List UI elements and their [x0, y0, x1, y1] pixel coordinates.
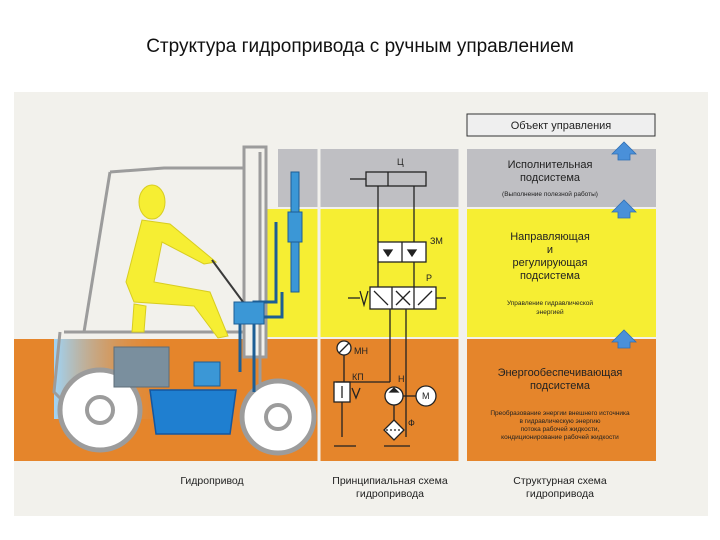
engine-block [113, 346, 170, 388]
label-lock: ЗМ [430, 236, 443, 246]
svg-text:регулирующая: регулирующая [513, 257, 588, 269]
label-motor: М [422, 391, 430, 401]
svg-text:Энергообеспечивающая: Энергообеспечивающая [498, 367, 623, 379]
arrow-up-icon [611, 141, 637, 161]
band-gaps [460, 149, 467, 461]
energy-box-text: Энергообеспечивающая подсистема Преобраз… [490, 367, 630, 441]
label-gauge: МН [354, 346, 368, 356]
caption-middle-2: гидропривода [356, 488, 424, 500]
arrow-up-icon [611, 199, 637, 219]
svg-text:Управление гидравлической: Управление гидравлической [507, 299, 593, 307]
svg-text:потока рабочей жидкости,: потока рабочей жидкости, [521, 425, 600, 433]
svg-text:Исполнительная: Исполнительная [508, 159, 593, 171]
pump-unit [193, 361, 221, 387]
diagram-panel: Ц ЗМ Р МН КП Н М Ф Объект управления Исп… [14, 92, 708, 516]
svg-text:кондиционирование рабочей жидк: кондиционирование рабочей жидкости [501, 433, 619, 441]
svg-text:Преобразование энергии внешнег: Преобразование энергии внешнего источник… [490, 409, 630, 417]
label-cylinder: Ц [397, 157, 404, 167]
oil-tank [149, 389, 237, 435]
label-relief-valve: КП [352, 372, 364, 382]
dir-box-text: Направляющая и регулирующая подсистема У… [507, 231, 593, 316]
label-filter: Ф [408, 418, 415, 428]
caption-right-2: гидропривода [526, 488, 594, 500]
object-box-label: Объект управления [511, 120, 612, 132]
svg-text:энергией: энергией [536, 308, 564, 316]
svg-text:Направляющая: Направляющая [510, 231, 590, 243]
label-pump: Н [398, 374, 405, 384]
lift-cylinder-body [287, 211, 303, 243]
svg-text:подсистема: подсистема [520, 270, 581, 282]
rear-wheel [239, 378, 317, 456]
caption-right-1: Структурная схема [513, 475, 607, 487]
page-title: Структура гидропривода с ручным управлен… [146, 36, 574, 57]
arrow-up-icon [611, 329, 637, 349]
schematic [333, 171, 446, 447]
control-lever [211, 259, 247, 307]
caption-left: Гидропривод [180, 475, 243, 487]
hydraulic-diagram: Ц ЗМ Р МН КП Н М Ф Объект управления Исп… [14, 113, 656, 500]
rear-wheel-hub [264, 403, 292, 431]
caption-middle-1: Принципиальная схема [332, 475, 448, 487]
svg-text:подсистема: подсистема [530, 380, 591, 392]
control-valve-unit [233, 301, 265, 325]
svg-text:и: и [547, 244, 553, 256]
svg-text:подсистема: подсистема [520, 172, 581, 184]
operator-figure [125, 184, 229, 339]
front-wheel [57, 367, 143, 453]
svg-text:в гидравлическую энергию: в гидравлическую энергию [519, 418, 600, 425]
exec-box-text: Исполнительная подсистема (Выполнение по… [502, 159, 598, 198]
front-wheel-hub [85, 395, 115, 425]
object-box [466, 113, 656, 137]
svg-text:(Выполнение полезной работы): (Выполнение полезной работы) [502, 190, 598, 198]
label-distributor: Р [426, 273, 432, 283]
